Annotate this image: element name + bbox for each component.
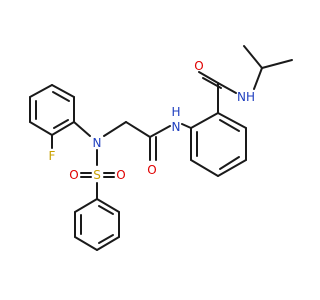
- carbonyl-oxygen-label: O: [147, 163, 156, 177]
- sulfonyl-oxygen-right-label: O: [116, 168, 125, 182]
- structure-svg: O NH H N O N F S O O: [29, 45, 293, 251]
- bond-double-inner: [98, 234, 114, 244]
- sulfonamide: [73, 121, 115, 200]
- bond: [96, 198, 120, 213]
- phenylsulfonyl-ring: [74, 198, 120, 251]
- bonds: [29, 45, 293, 251]
- amide-oxygen-label: O: [194, 59, 203, 73]
- bond: [29, 121, 53, 136]
- bond-double-inner: [52, 91, 70, 102]
- bond: [73, 121, 91, 137]
- bond: [149, 125, 171, 138]
- bond: [29, 84, 53, 98]
- anilide-h-label: H: [171, 105, 180, 119]
- atom-labels: O NH H N O N F S O O: [49, 59, 255, 182]
- bond: [190, 159, 219, 177]
- bond-double-inner: [53, 119, 69, 129]
- bond: [243, 45, 263, 69]
- bond-double-inner: [219, 156, 240, 170]
- anilide-link: [149, 123, 192, 138]
- bond: [96, 236, 120, 251]
- bond: [190, 112, 219, 129]
- isopropyl-amide: [198, 45, 293, 114]
- bond: [103, 121, 127, 137]
- bond: [74, 198, 98, 213]
- bond-double-inner: [219, 119, 240, 132]
- bond: [261, 59, 293, 69]
- amide-nh-label: NH: [237, 90, 255, 104]
- acetamide-linker: [103, 121, 157, 161]
- sulfonamide-n-label: N: [93, 136, 102, 150]
- bond: [51, 121, 75, 136]
- fluorophenyl-ring: [29, 84, 75, 149]
- bond: [125, 121, 151, 138]
- molecule-diagram: O NH H N O N F S O O: [29, 45, 293, 251]
- bond: [51, 84, 75, 98]
- anilide-n-label: N: [172, 120, 181, 134]
- bond: [253, 67, 263, 90]
- bond: [181, 123, 192, 129]
- bond-co-double: [202, 77, 222, 89]
- bond: [74, 236, 98, 251]
- bond-double-inner: [98, 205, 114, 215]
- fluorine-label: F: [49, 149, 56, 163]
- bond: [217, 82, 237, 94]
- sulfonyl-oxygen-left-label: O: [69, 168, 78, 182]
- bond-co: [198, 71, 219, 84]
- bond: [217, 112, 247, 129]
- bond: [217, 159, 247, 177]
- benzamide-ring: [190, 112, 247, 177]
- sulfur-label: S: [93, 168, 101, 182]
